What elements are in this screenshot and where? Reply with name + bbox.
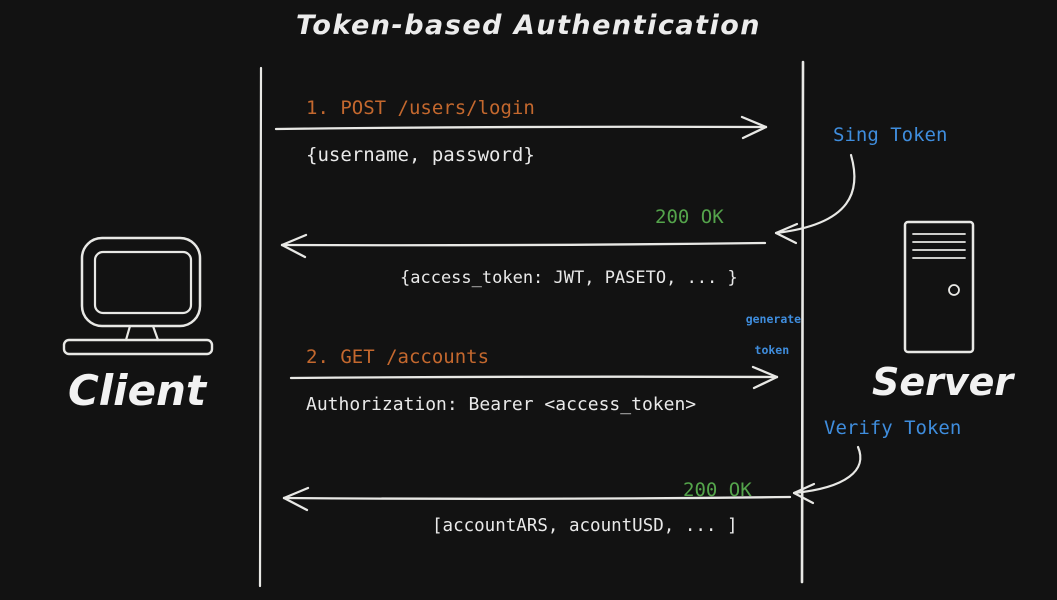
generate-token-note: generate token (718, 296, 802, 374)
diagram-title: Token-based Authentication (296, 10, 761, 41)
sign-token-label: Sing Token (833, 124, 948, 146)
message4-status: 200 OK (683, 479, 752, 501)
generate-token-line2: token (754, 342, 790, 357)
message2-detail: {access_token: JWT, PASETO, ... } (400, 268, 738, 288)
verify-token-label: Verify Token (824, 417, 962, 439)
message3-detail: Authorization: Bearer <access_token> (306, 394, 697, 415)
computer-icon (62, 236, 214, 356)
message3-label: 2. GET /accounts (306, 346, 490, 368)
message4-arrow (282, 486, 792, 512)
message2-arrow (280, 233, 767, 259)
message1-arrow (274, 115, 768, 140)
sign-token-arrow (774, 153, 856, 245)
message2-status: 200 OK (655, 206, 724, 228)
message4-detail: [accountARS, acountUSD, ... ] (432, 516, 738, 536)
generate-token-line1: generate (745, 311, 802, 326)
message3-arrow (289, 365, 779, 390)
server-lifeline (800, 60, 805, 584)
verify-token-arrow (792, 445, 862, 505)
client-actor-label: Client (67, 366, 207, 415)
message1-label: 1. POST /users/login (306, 97, 535, 119)
client-lifeline (258, 66, 263, 588)
server-tower-icon (903, 220, 975, 354)
message1-detail: {username, password} (306, 144, 535, 166)
server-actor-label: Server (872, 360, 1014, 404)
